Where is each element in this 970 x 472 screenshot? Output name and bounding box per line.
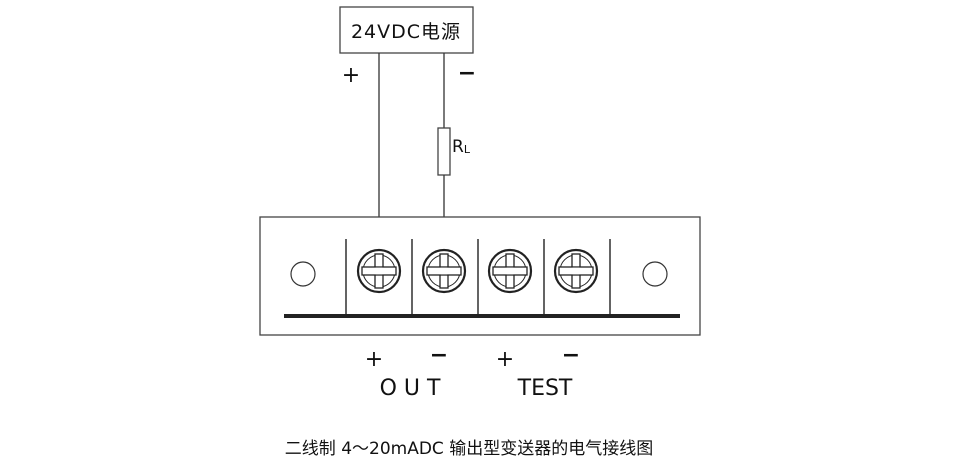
supply-positive-mark: + — [342, 63, 360, 88]
test-group-label: TEST — [517, 376, 573, 401]
power-supply-box — [339, 6, 474, 54]
screw-terminal-icon — [553, 248, 599, 294]
terminal-polarity-label: − — [562, 343, 580, 368]
screw-terminal-icon — [421, 248, 467, 294]
load-resistor-symbol: RL — [452, 137, 471, 157]
terminal-polarity-label: + — [496, 347, 514, 372]
out-group-label: O U T — [380, 376, 441, 401]
screw-terminal-icon — [487, 248, 533, 294]
screw-terminals — [356, 248, 599, 294]
mounting-hole-icon — [290, 261, 316, 287]
diagram-caption: 二线制 4～20mADC 输出型变送器的电气接线图 — [285, 439, 653, 459]
supply-negative-mark: − — [458, 61, 476, 86]
mounting-hole-icon — [642, 261, 668, 287]
terminal-polarity-labels: + − + − — [365, 343, 580, 372]
screw-terminal-icon — [356, 248, 402, 294]
load-resistor — [437, 127, 451, 176]
terminal-polarity-label: + — [365, 347, 383, 372]
terminal-polarity-label: − — [430, 343, 448, 368]
power-supply-label: 24VDC电源 — [351, 21, 461, 43]
